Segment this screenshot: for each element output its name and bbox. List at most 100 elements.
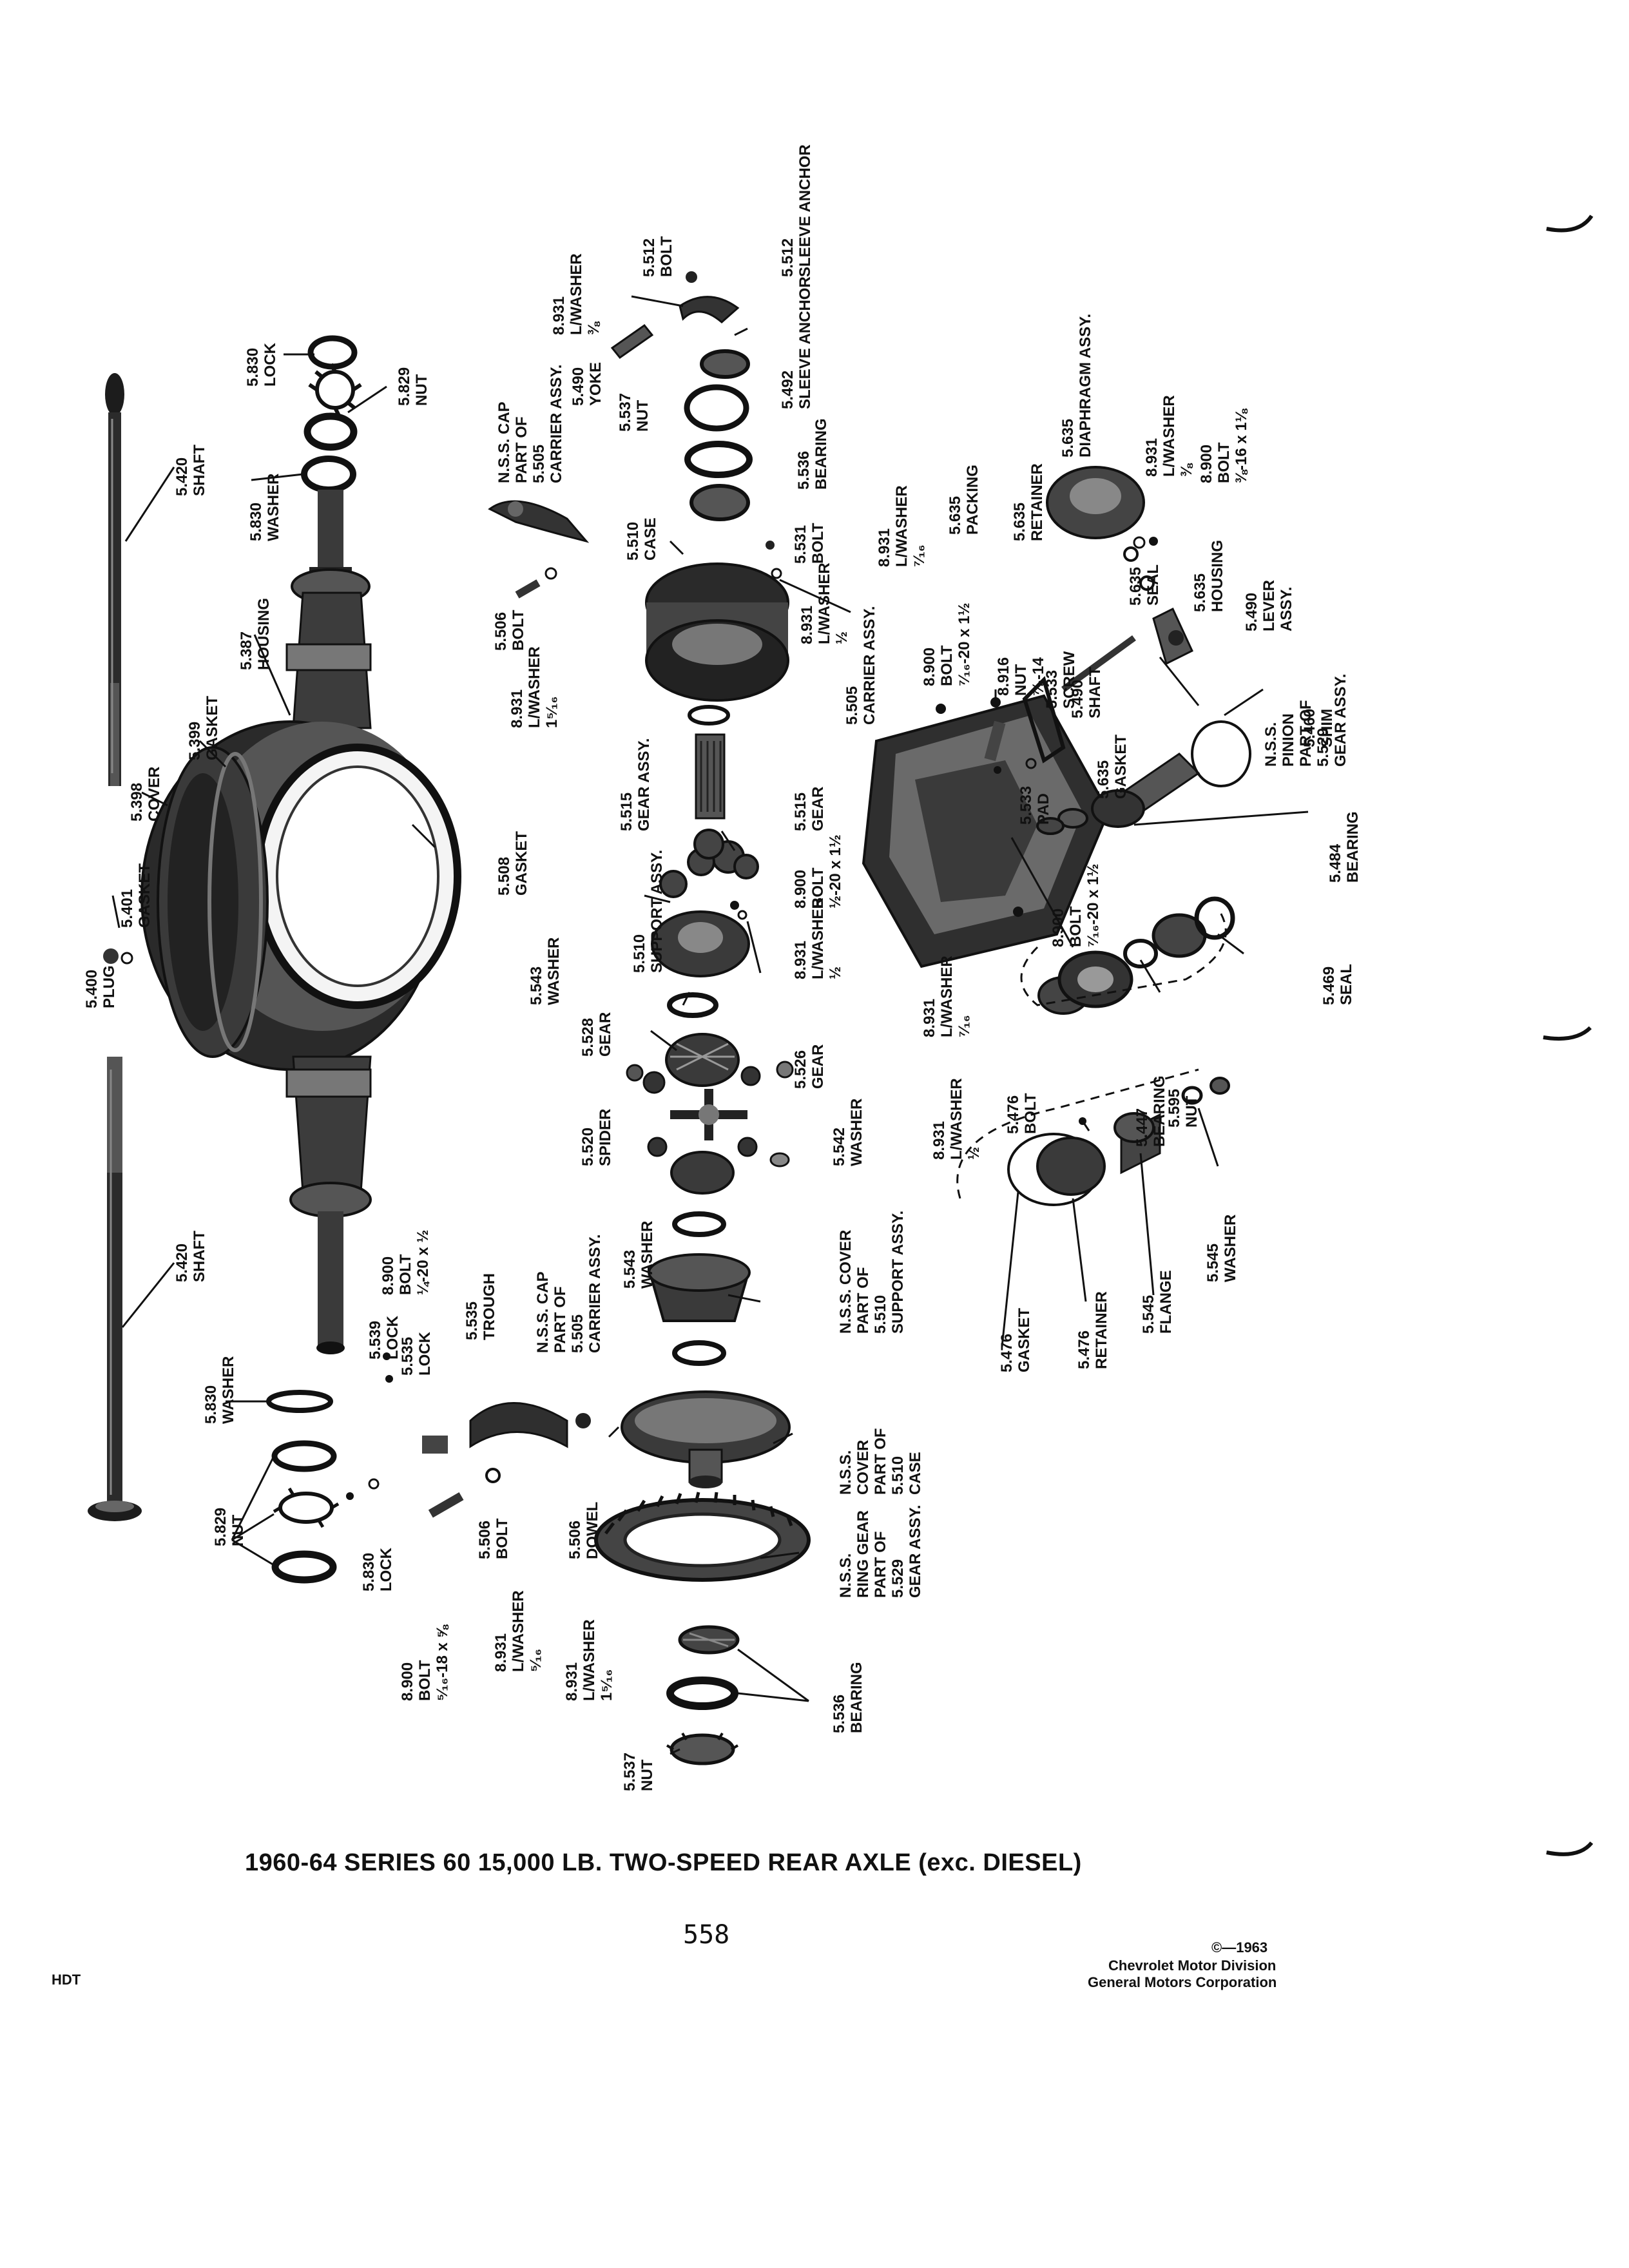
callout-line: 5.526 (792, 1050, 809, 1089)
callout-c75: 5.469SEAL (1320, 964, 1355, 1005)
callout-c62: 5.635PACKING (947, 465, 981, 535)
callout-c55: 5.505CARRIER ASSY. (843, 606, 878, 725)
callout-line: LOCK (416, 1331, 434, 1376)
callout-c77: 5.595NUT (1166, 1089, 1200, 1128)
callout-line: NUT (1012, 664, 1030, 696)
callout-line: 5.537 (617, 393, 634, 432)
shift-mechanism (984, 635, 1136, 774)
callout-line: 8.900 (1198, 445, 1215, 483)
callout-line: COVER (146, 767, 163, 822)
callout-line: BOLT (938, 645, 956, 686)
callout-line: GEAR (597, 1012, 614, 1057)
callout-line: SEAL (1144, 564, 1162, 606)
callout-c63: 5.635RETAINER (1011, 463, 1046, 541)
callout-line: 5.543 (528, 966, 545, 1005)
callout-line: ½ (833, 631, 851, 644)
callout-line: 5.529 (1315, 728, 1332, 767)
callout-line: 8.931 (798, 606, 816, 644)
callout-c52: 5.536BEARING (831, 1662, 865, 1733)
callout-line: WASHER (220, 1356, 237, 1424)
callout-line: PACKING (964, 465, 981, 535)
callout-line: 5.830 (244, 348, 262, 387)
callout-line: NUT (634, 399, 651, 432)
callout-line: 5.510 (631, 934, 648, 973)
callout-line: GASKET (1016, 1308, 1033, 1372)
callout-line: N.S.S. CAP (496, 401, 513, 483)
callout-c69: 5.490LEVERASSY. (1243, 580, 1295, 631)
callout-line: 5.484 (1327, 843, 1344, 883)
callout-c08: 5.401GASKET (119, 863, 153, 928)
callout-c41: 8.900BOLT½-20 x 1½ (792, 834, 844, 908)
leader-lines (111, 295, 1309, 1755)
callout-line: 5.505 (843, 686, 861, 725)
callout-line: L/WASHER (581, 1619, 598, 1701)
lock-ring-upper-icon (308, 363, 362, 417)
callout-line: WASHER (848, 1099, 865, 1166)
callout-c67: 5.635SEAL (1127, 564, 1162, 606)
callout-line: GASKET (204, 696, 221, 760)
callout-line: 8.900 (1050, 908, 1067, 947)
callout-line: 8.900 (380, 1256, 397, 1295)
callout-c47: 5.542WASHER (831, 1099, 865, 1166)
callout-line: 5.420 (173, 1244, 191, 1282)
callout-line: WASHER (639, 1221, 656, 1289)
callout-line: 8.931 (550, 296, 568, 335)
callout-c59: 5.490SHAFT (1069, 667, 1104, 718)
shift-parts-top (610, 271, 775, 550)
callout-c20: 8.900BOLT⁵⁄₁₆-18 x ⅝ (399, 1624, 451, 1701)
callout-line: SCREW (1061, 651, 1078, 709)
callout-c31: 5.490YOKE (570, 362, 604, 406)
callout-line: PART OF (854, 1267, 872, 1334)
callout-line: NUT (639, 1759, 656, 1791)
callout-line: BOLT (494, 1518, 511, 1559)
callout-line: 5.476 (1075, 1331, 1093, 1369)
publisher-line-1: Chevrolet Motor Division (1108, 1957, 1277, 1974)
callout-line: 5.533 (1017, 786, 1035, 825)
callout-c72: 5.484BEARING (1327, 811, 1362, 883)
callout-c13: 5.539LOCK (367, 1315, 401, 1360)
callout-c65: 8.931L/WASHER⅜ (1143, 395, 1195, 477)
callout-line: SEAL (1338, 964, 1355, 1005)
section-code: HDT (52, 1972, 81, 1988)
callout-line: 5.508 (496, 857, 513, 896)
callout-line: 5.545 (1140, 1295, 1157, 1334)
callout-line: 5.401 (119, 889, 136, 928)
callout-c51: N.S.S.RING GEARPART OF5.529GEAR ASSY. (837, 1505, 924, 1598)
differential-case (645, 562, 789, 702)
callout-line: 5.830 (247, 503, 265, 541)
callout-c27: 8.931L/WASHER1⁵⁄₁₆ (508, 646, 561, 728)
callout-line: 5.528 (579, 1018, 597, 1057)
carrier-assembly (862, 694, 1110, 968)
callout-line: N.S.S. (1262, 722, 1280, 767)
callout-line: LOCK (262, 342, 279, 387)
callout-line: N.S.S. (837, 1450, 854, 1495)
callout-line: 5.506 (566, 1521, 584, 1559)
callout-line: RING GEAR (854, 1510, 872, 1598)
callout-line: ⁵⁄₁₆ (527, 1649, 545, 1672)
callout-line: PART OF (1297, 700, 1315, 767)
callout-c40: 5.510SUPPORT ASSY. (631, 850, 666, 973)
callout-c05: 5.387HOUSING (238, 598, 273, 670)
callout-line: ⅜-16 x 1⅛ (1233, 408, 1250, 483)
callout-line: SHAFT (1086, 667, 1104, 718)
callout-c09: 5.400PLUG (83, 965, 118, 1008)
callout-c38: 5.515GEAR ASSY. (618, 738, 653, 831)
callout-line: PART OF (872, 1531, 889, 1598)
bearing-cap-lower (346, 1352, 591, 1518)
callout-c43: 8.931L/WASHER½ (792, 898, 844, 979)
callout-line: 5.537 (621, 1753, 639, 1791)
callout-c42: 5.543WASHER (528, 937, 563, 1005)
callout-line: 5.545 (1204, 1244, 1222, 1282)
callout-line: 5.510 (872, 1295, 889, 1334)
callout-line: WASHER (265, 474, 282, 541)
callout-line: 5.469 (1320, 966, 1338, 1005)
callout-line: BOLT (809, 867, 827, 908)
callout-line: 5.506 (476, 1521, 494, 1559)
callout-line: BOLT (1215, 442, 1233, 483)
callout-line: DIAPHRAGM ASSY. (1077, 314, 1094, 457)
callout-line: 5.398 (128, 783, 146, 822)
callout-line: GEAR ASSY. (1332, 674, 1349, 767)
callout-c32: 5.537NUT (617, 393, 651, 432)
callout-line: GASKET (513, 831, 530, 896)
callout-c82: 5.476RETAINER (1075, 1291, 1110, 1369)
